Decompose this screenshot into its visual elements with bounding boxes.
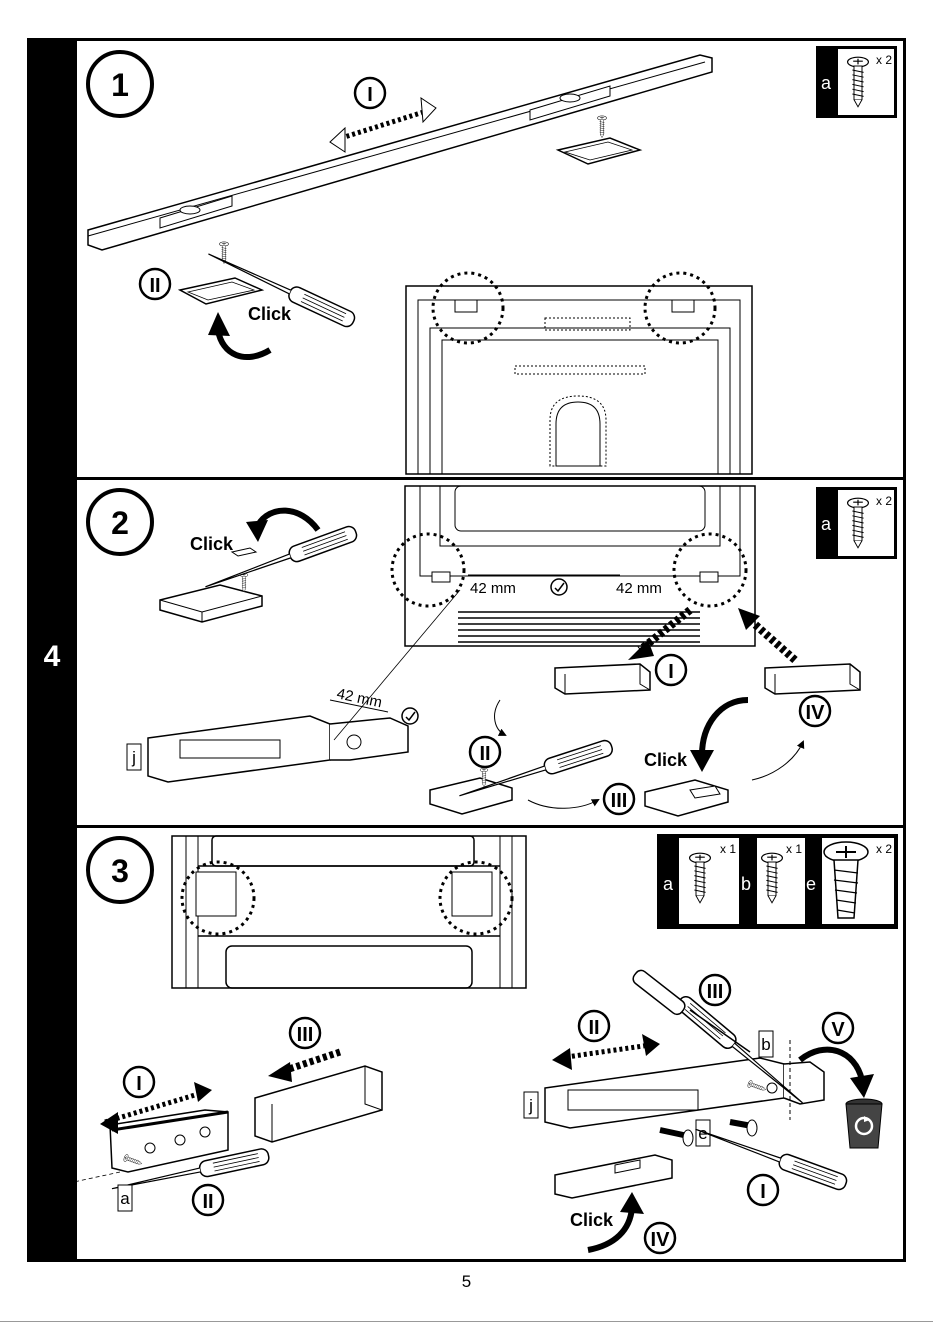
marker-label: II xyxy=(149,275,160,297)
marker-label: V xyxy=(831,1019,845,1041)
part-label: b xyxy=(761,1035,770,1054)
footer-rule xyxy=(0,1321,933,1322)
part-label: j xyxy=(528,1096,533,1115)
marker-label: III xyxy=(297,1024,314,1046)
page-number: 5 xyxy=(0,1272,933,1292)
marker-label: III xyxy=(611,790,628,812)
marker-label: I xyxy=(136,1073,142,1095)
part-quantity: x 2 xyxy=(876,842,892,856)
marker-label: IV xyxy=(651,1229,671,1251)
part-label: a xyxy=(120,1189,130,1208)
marker-label: II xyxy=(588,1017,599,1039)
recycle-bin-icon xyxy=(846,1099,882,1148)
step-number: 3 xyxy=(111,853,129,889)
marker-label: I xyxy=(367,84,373,106)
step-number: 2 xyxy=(111,505,129,541)
part-quantity: x 1 xyxy=(720,842,736,856)
part-quantity: x 2 xyxy=(876,53,892,67)
click-label: Click xyxy=(644,750,688,770)
part-letter: a xyxy=(821,73,832,93)
part-quantity: x 2 xyxy=(876,494,892,508)
part-letter: e xyxy=(806,874,816,894)
marker-label: I xyxy=(760,1181,766,1203)
step-number: 1 xyxy=(111,67,129,103)
click-label: Click xyxy=(190,534,234,554)
panel-3: 3 a x 1 b x 1 e x 2 xyxy=(60,834,898,1253)
click-label: Click xyxy=(570,1210,614,1230)
marker-label: II xyxy=(202,1191,213,1213)
marker-label: III xyxy=(707,981,724,1003)
marker-label: I xyxy=(668,661,674,683)
click-label: Click xyxy=(248,304,292,324)
panel-1: 1 I II Click xyxy=(88,46,897,474)
dimension-label: 42 mm xyxy=(470,580,516,597)
panel-2: 2 Click 42 mm 42 mm xyxy=(88,486,897,816)
marker-label: II xyxy=(479,743,490,765)
part-letter: a xyxy=(663,874,674,894)
part-letter: b xyxy=(741,874,751,894)
part-letter: a xyxy=(821,514,832,534)
part-label: j xyxy=(131,748,136,767)
dimension-label: 42 mm xyxy=(616,580,662,597)
marker-label: IV xyxy=(806,702,826,724)
part-quantity: x 1 xyxy=(786,842,802,856)
